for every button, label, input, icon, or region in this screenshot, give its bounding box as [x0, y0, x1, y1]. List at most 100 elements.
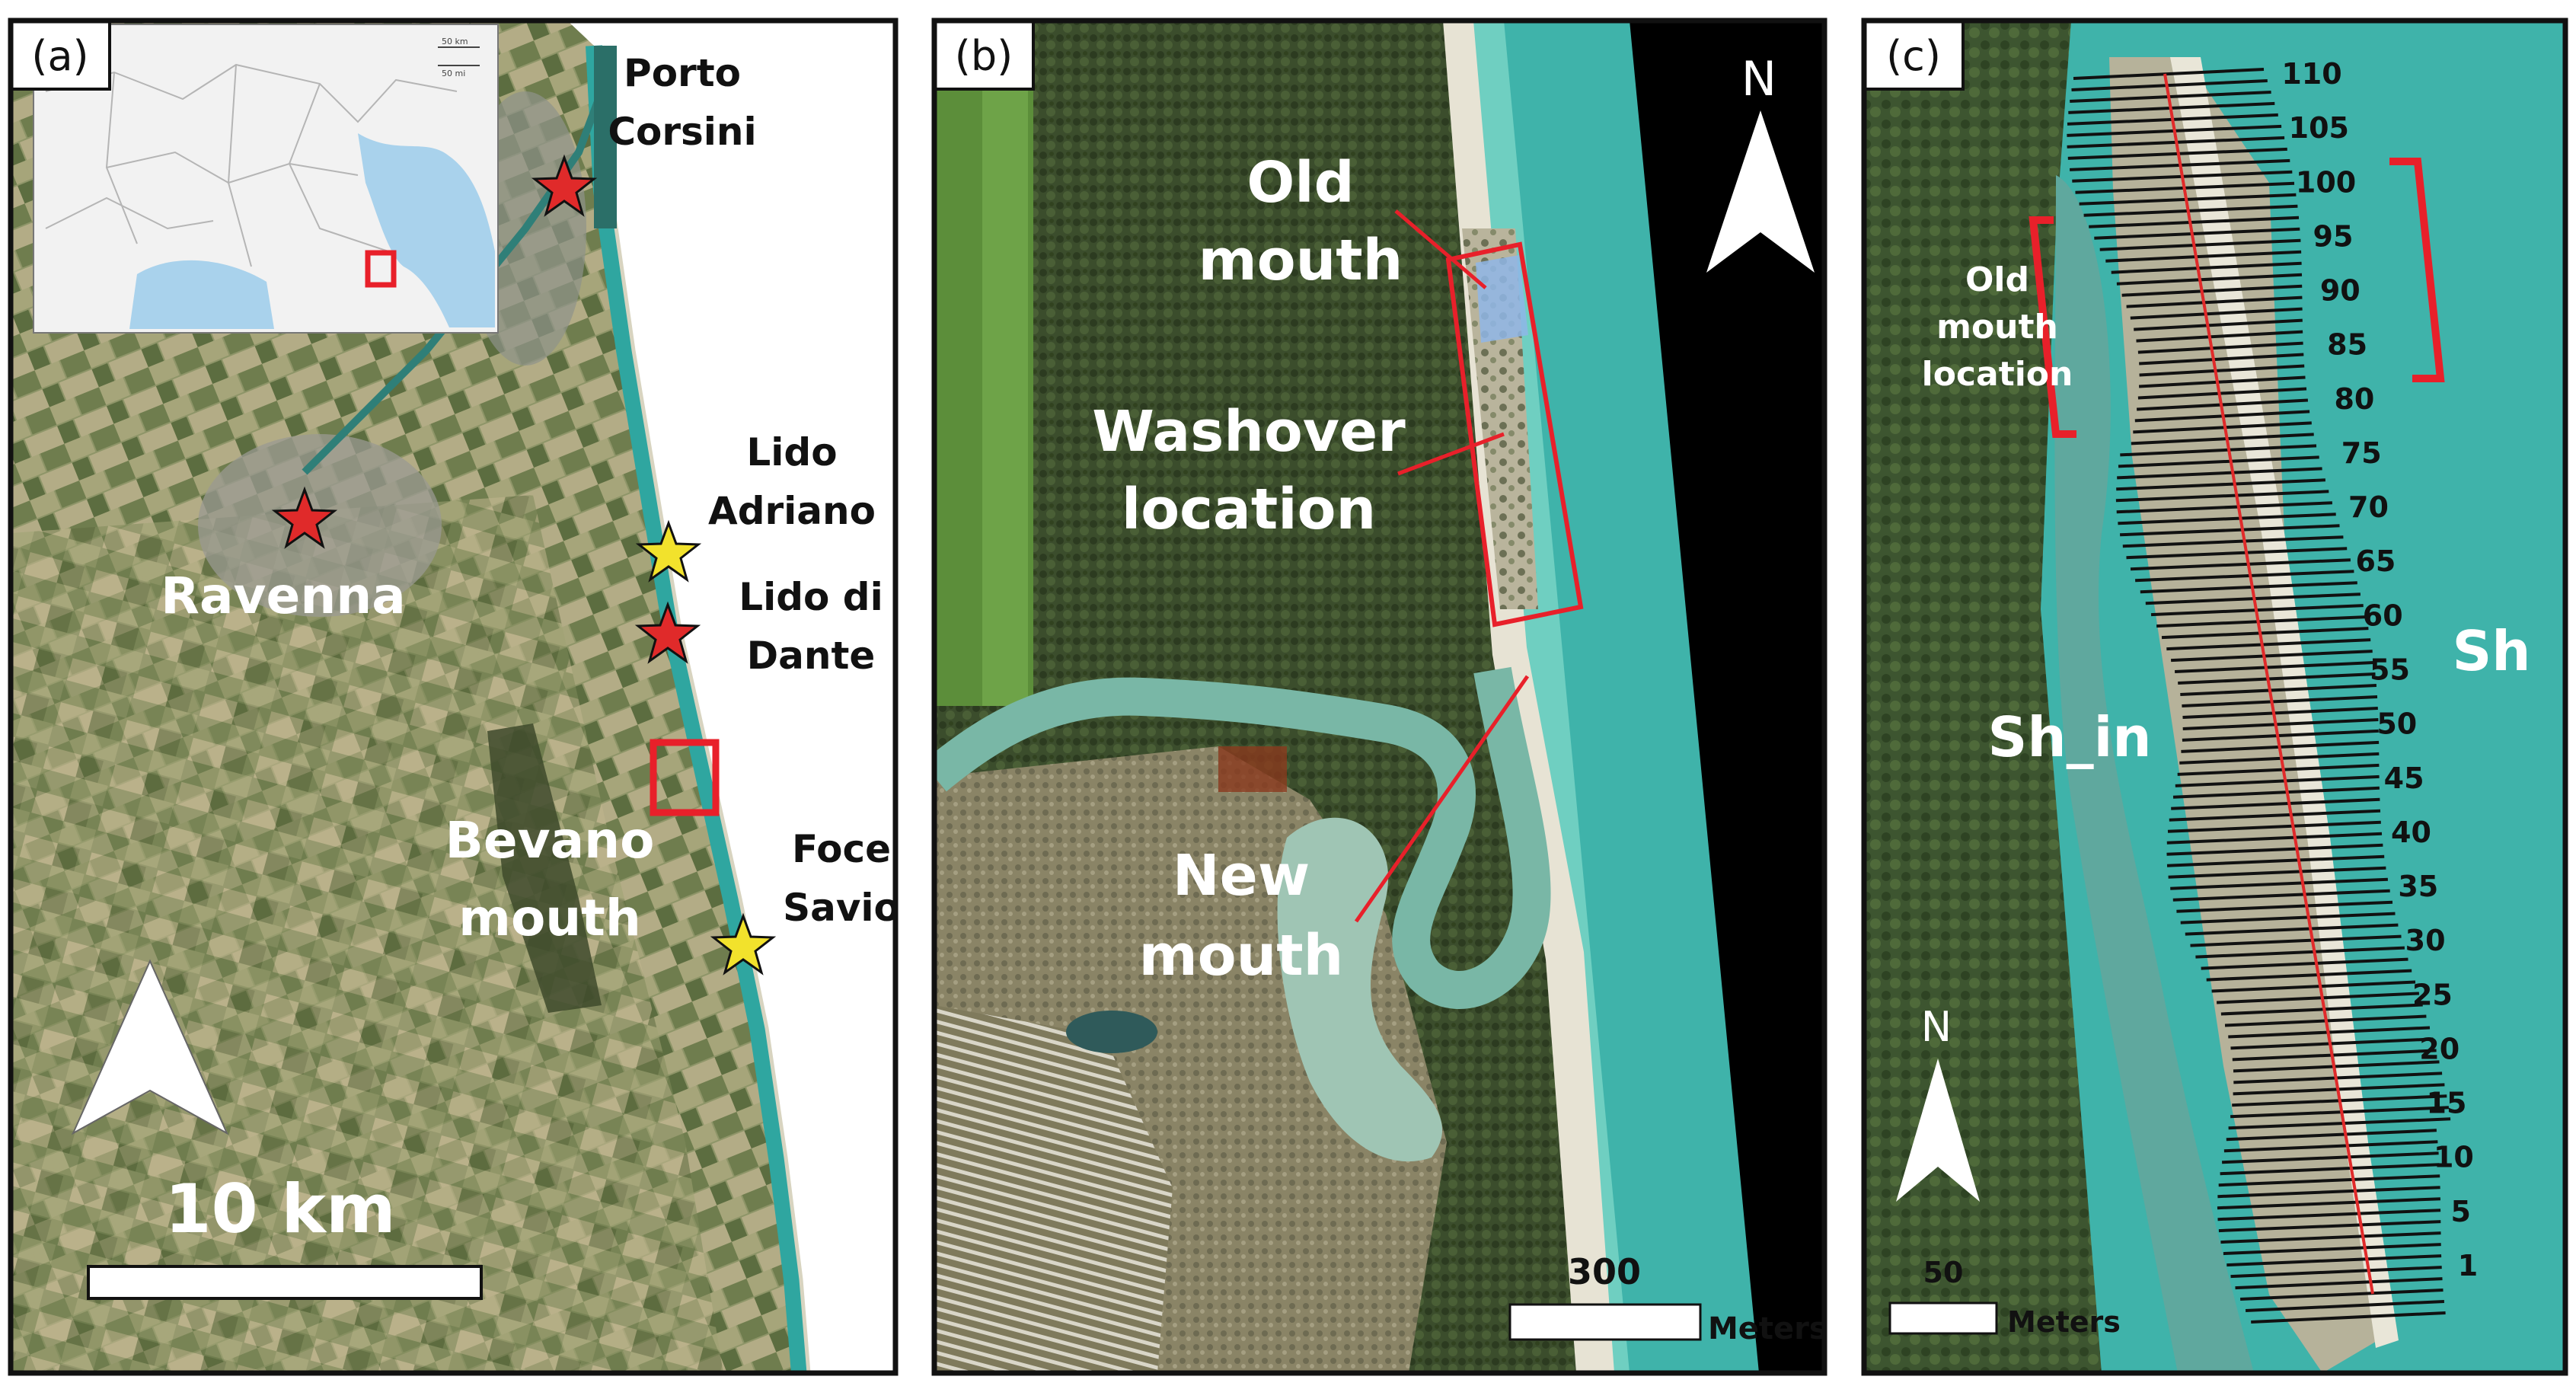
panel-b-field-strip — [982, 21, 1028, 706]
transect-line — [2195, 946, 2405, 959]
label-lido-dante-1: Lido di — [739, 575, 883, 619]
transect-line — [2156, 615, 2367, 628]
transect-line — [2220, 1163, 2440, 1176]
transect-line — [2217, 1209, 2441, 1222]
transect-line — [2223, 1140, 2438, 1153]
panel-c-tag: (c) — [1886, 32, 1941, 80]
transect-number-label: 75 — [2341, 436, 2382, 470]
label-lido-adriano-2: Adriano — [708, 489, 876, 533]
panel-c: 1101051009590858075706560555045403530252… — [1864, 21, 2565, 1373]
transect-lines — [2067, 68, 2451, 1324]
transect-line — [2111, 261, 2302, 274]
panel-c-scale-unit: Meters — [2007, 1305, 2121, 1339]
inset-scale-km: 50 km — [442, 37, 468, 46]
transect-line — [2182, 707, 2378, 719]
label-porto: Porto — [624, 51, 741, 95]
transect-number-label: 110 — [2281, 57, 2341, 91]
label-sh: Sh — [2452, 619, 2530, 683]
panel-c-inner-lagoon — [2054, 175, 2254, 1373]
panel-b-red-area — [1218, 746, 1287, 792]
label-foce: Foce — [792, 827, 891, 871]
transect-line — [2138, 375, 2306, 388]
panel-b-scale-bar — [1508, 1303, 1702, 1341]
star-porto-corsini — [531, 154, 598, 217]
transect-number-label: 60 — [2363, 599, 2403, 632]
label-bevano-1: Bevano — [445, 811, 655, 870]
transect-line — [2120, 524, 2340, 537]
transect-line — [2235, 1277, 2443, 1290]
transect-line — [2166, 638, 2371, 651]
transect-number-label: 70 — [2348, 490, 2389, 524]
label-sh-in: Sh_in — [1987, 705, 2151, 769]
transect-line — [2116, 273, 2303, 286]
transect-line — [2117, 467, 2322, 480]
transect-line — [2130, 558, 2351, 571]
transect-line — [2139, 353, 2304, 366]
transect-number-label: 105 — [2289, 111, 2349, 145]
panel-c-scale-bar — [1888, 1301, 1998, 1335]
transect-line — [2233, 1071, 2443, 1084]
label-old-mouth-1: Old — [1247, 150, 1354, 216]
panel-a-frame — [8, 18, 899, 1376]
transect-line — [2116, 501, 2332, 514]
panel-b-river — [934, 666, 1551, 1009]
inset-scale-bar: 50 km 50 mi — [438, 37, 480, 78]
star-ravenna — [271, 486, 338, 549]
transect-line — [2122, 535, 2344, 548]
label-old-mouth-c-3: location — [1922, 355, 2073, 394]
transect-line — [2115, 490, 2329, 503]
panel-a-scale-label: 10 km — [164, 1170, 395, 1248]
transect-line — [2166, 843, 2383, 856]
transect-number-label: 55 — [2370, 653, 2410, 687]
transect-number-label: 30 — [2405, 924, 2446, 957]
transect-line — [2185, 923, 2399, 936]
panel-b-north-arrow — [1706, 110, 1815, 273]
panel-c-frame — [1861, 18, 2568, 1376]
panel-b-pond — [1066, 1011, 1157, 1053]
panel-c-north-arrow — [1896, 1059, 1980, 1202]
panel-b-saltflat — [934, 1005, 1173, 1373]
ravenna-city — [198, 434, 442, 617]
transect-number-label: 20 — [2419, 1033, 2459, 1066]
transect-line — [2190, 934, 2402, 947]
inset-scale-mi: 50 mi — [442, 69, 465, 78]
transect-line — [2180, 684, 2376, 696]
transect-line — [2222, 1151, 2439, 1164]
label-old-mouth-2: mouth — [1199, 228, 1403, 293]
old-mouth-highlight — [1476, 255, 1528, 343]
label-new-mouth-2: mouth — [1139, 923, 1344, 988]
transect-line — [2230, 1266, 2442, 1279]
label-washover-1: Washover — [1092, 399, 1406, 465]
transect-line — [2182, 695, 2378, 707]
transect-line — [2089, 216, 2300, 228]
transect-line — [2134, 318, 2303, 331]
panel-a-coast-sand — [601, 45, 811, 1373]
transect-line — [2171, 650, 2373, 663]
transect-line — [2175, 661, 2374, 673]
transect-line — [2121, 284, 2303, 297]
transect-line — [2177, 763, 2380, 776]
transect-line — [2105, 250, 2302, 263]
transect-line — [2167, 820, 2381, 833]
transect-line — [2226, 1254, 2442, 1267]
panel-a-tag: (a) — [31, 32, 88, 80]
panel-b-lagoon — [1277, 817, 1443, 1162]
transect-line — [2126, 295, 2303, 308]
transect-number-label: 15 — [2427, 1087, 2467, 1120]
label-savio: Savio — [783, 886, 900, 930]
transect-number-label: 25 — [2412, 978, 2453, 1011]
panel-a-land-texture — [11, 495, 723, 1373]
label-ravenna: Ravenna — [161, 567, 406, 625]
transect-line — [2135, 570, 2354, 583]
bevano-location-box — [650, 739, 720, 816]
panel-c-scale-value: 50 — [1923, 1256, 1964, 1289]
transect-line — [2172, 786, 2380, 799]
transect-line — [2161, 627, 2369, 640]
transect-line — [2218, 1220, 2441, 1233]
transect-number-label: 65 — [2355, 544, 2396, 578]
transect-line — [2133, 421, 2312, 434]
transect-line — [2116, 478, 2325, 491]
transect-number-label: 80 — [2334, 382, 2374, 416]
transect-line — [2131, 433, 2314, 446]
transect-line — [2201, 957, 2408, 970]
